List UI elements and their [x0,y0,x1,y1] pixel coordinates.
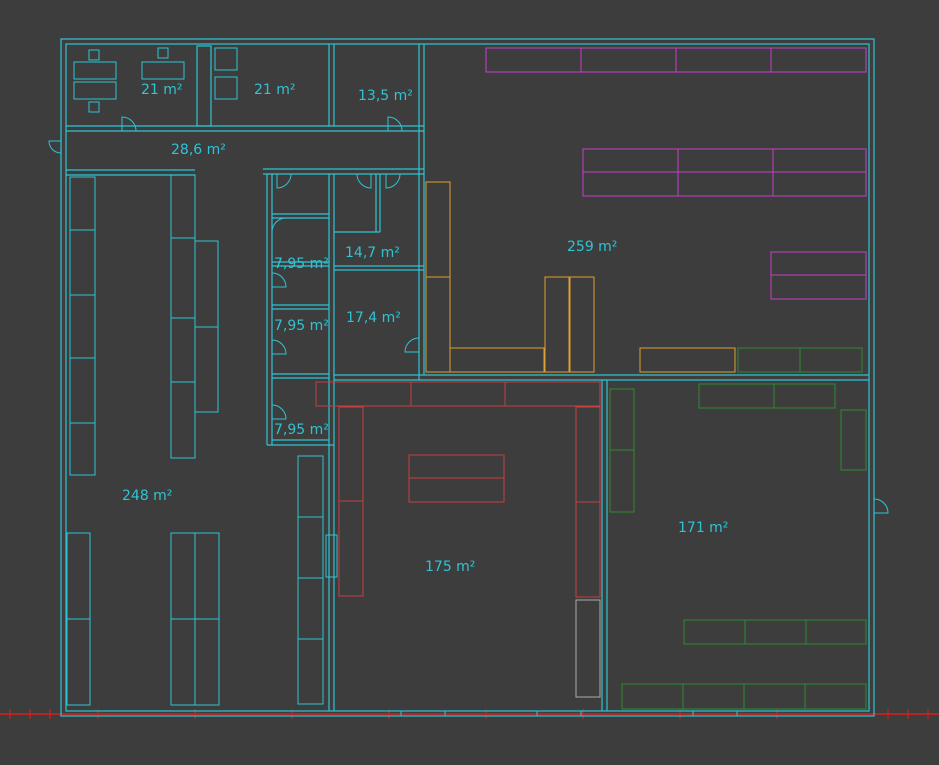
shelving-red [315,381,601,698]
room-area-label: 21 m² [254,82,296,98]
walls [60,38,875,717]
room-area-label: 7,95 m² [274,256,329,272]
room-area-label: 7,95 m² [274,318,329,334]
room-area-label: 175 m² [425,559,475,575]
room-area-label: 28,6 m² [171,142,226,158]
room-area-label: 17,4 m² [346,310,401,326]
shelving-left-hall [66,174,324,706]
room-labels: 21 m² 21 m² 13,5 m² 28,6 m² 259 m² 14,7 … [122,82,728,575]
room-area-label: 171 m² [678,520,728,536]
office-furniture [73,47,238,113]
doors[interactable] [48,116,889,717]
room-area-label: 13,5 m² [358,88,413,104]
room-area-label: 14,7 m² [345,245,400,261]
room-area-label: 259 m² [567,239,617,255]
shelving-orange [425,181,736,373]
room-area-label: 7,95 m² [274,422,329,438]
shelving-magenta [485,47,867,300]
room-area-label: 248 m² [122,488,172,504]
shelving-green [609,347,867,710]
room-area-label: 21 m² [141,82,183,98]
